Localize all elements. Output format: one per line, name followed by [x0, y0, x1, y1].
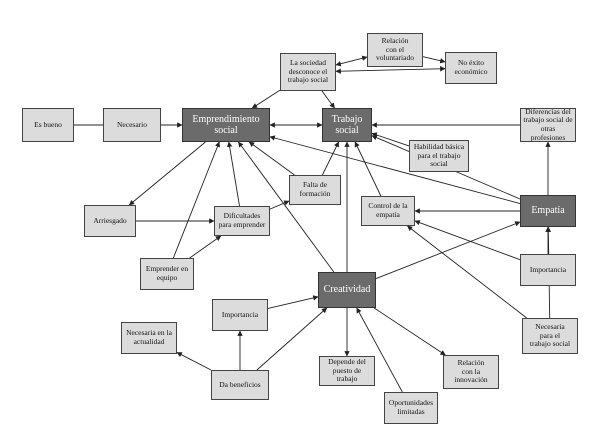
edge-empatia-to-emprendimiento	[269, 135, 521, 204]
node-importancia-emp: Importancia	[520, 254, 576, 286]
node-da-beneficios: Da beneficios	[211, 370, 269, 400]
edge-da-beneficios-to-creatividad	[256, 307, 328, 371]
node-necesaria-act: Necesaria en la actualidad	[121, 322, 177, 354]
connector-layer	[74, 55, 552, 393]
node-arriesgado: Arriesgado	[84, 205, 136, 237]
edge-creatividad-to-empatia	[375, 221, 521, 280]
node-oportunidades: Oportunidades limitadas	[384, 392, 438, 424]
node-es-bueno: Es bueno	[22, 108, 74, 142]
node-importancia-cre: Importancia	[212, 299, 268, 331]
node-falta-form: Falta de formación	[289, 175, 341, 205]
node-empatia: Empatía	[520, 195, 576, 227]
edge-creatividad-to-relacion-inn	[373, 307, 446, 356]
edge-creatividad-to-emprendimiento	[238, 141, 335, 273]
edge-dificultades-to-emprendimiento	[226, 141, 240, 207]
edge-control-to-trabajo	[354, 141, 382, 197]
node-creatividad: Creatividad	[318, 272, 376, 308]
node-necesario: Necesario	[103, 108, 161, 142]
edge-relacion-vol-to-no-exito	[422, 56, 446, 64]
node-diferencias: Diferencias del trabajo social de otras …	[520, 107, 576, 142]
node-control: Control de la empatía	[361, 196, 415, 226]
edge-sociedad-to-no-exito	[335, 66, 446, 74]
node-relacion-inn: Relación con la innovación	[443, 355, 499, 389]
node-habilidad: Habilidad básica para el trabajo social	[409, 140, 469, 172]
edge-dificultades-to-falta-form	[269, 200, 290, 210]
edge-importancia-emp-to-control	[414, 220, 521, 261]
edge-oportunidades-to-creatividad	[356, 307, 403, 393]
edge-habilidad-to-trabajo	[371, 132, 410, 147]
node-dificultades: Dificultades para emprender	[214, 206, 270, 236]
node-no-exito: No éxito económico	[445, 52, 497, 84]
edge-importancia-cre-to-creatividad	[267, 295, 319, 309]
edge-emprender-eq-to-emprendimiento	[172, 141, 220, 259]
node-depende: Depende del puesto de trabajo	[319, 356, 375, 386]
edge-sociedad-to-emprendimiento	[251, 89, 281, 109]
node-necesaria-ts: Necesaria para el trabajo social	[522, 318, 578, 354]
node-relacion-vol: Relación con el voluntariado	[367, 33, 423, 67]
edge-emprender-eq-to-dificultades	[189, 235, 222, 259]
edge-sociedad-to-relacion-vol	[335, 55, 368, 67]
edge-da-beneficios-to-necesaria-act	[176, 352, 212, 371]
edge-necesaria-ts-to-control	[407, 225, 527, 319]
node-trabajo: Trabajo social	[322, 108, 372, 142]
edge-sociedad-to-trabajo	[321, 90, 335, 109]
edge-falta-form-to-trabajo	[321, 141, 340, 176]
edge-emprendimiento-to-arriesgado	[128, 141, 206, 206]
node-emprendimiento: Emprendimiento social	[182, 108, 270, 142]
node-emprender-eq: Emprender en equipo	[140, 258, 194, 290]
edge-falta-form-to-emprendimiento	[248, 141, 295, 176]
node-sociedad: La sociedad desconoce el trabajo social	[280, 53, 336, 91]
